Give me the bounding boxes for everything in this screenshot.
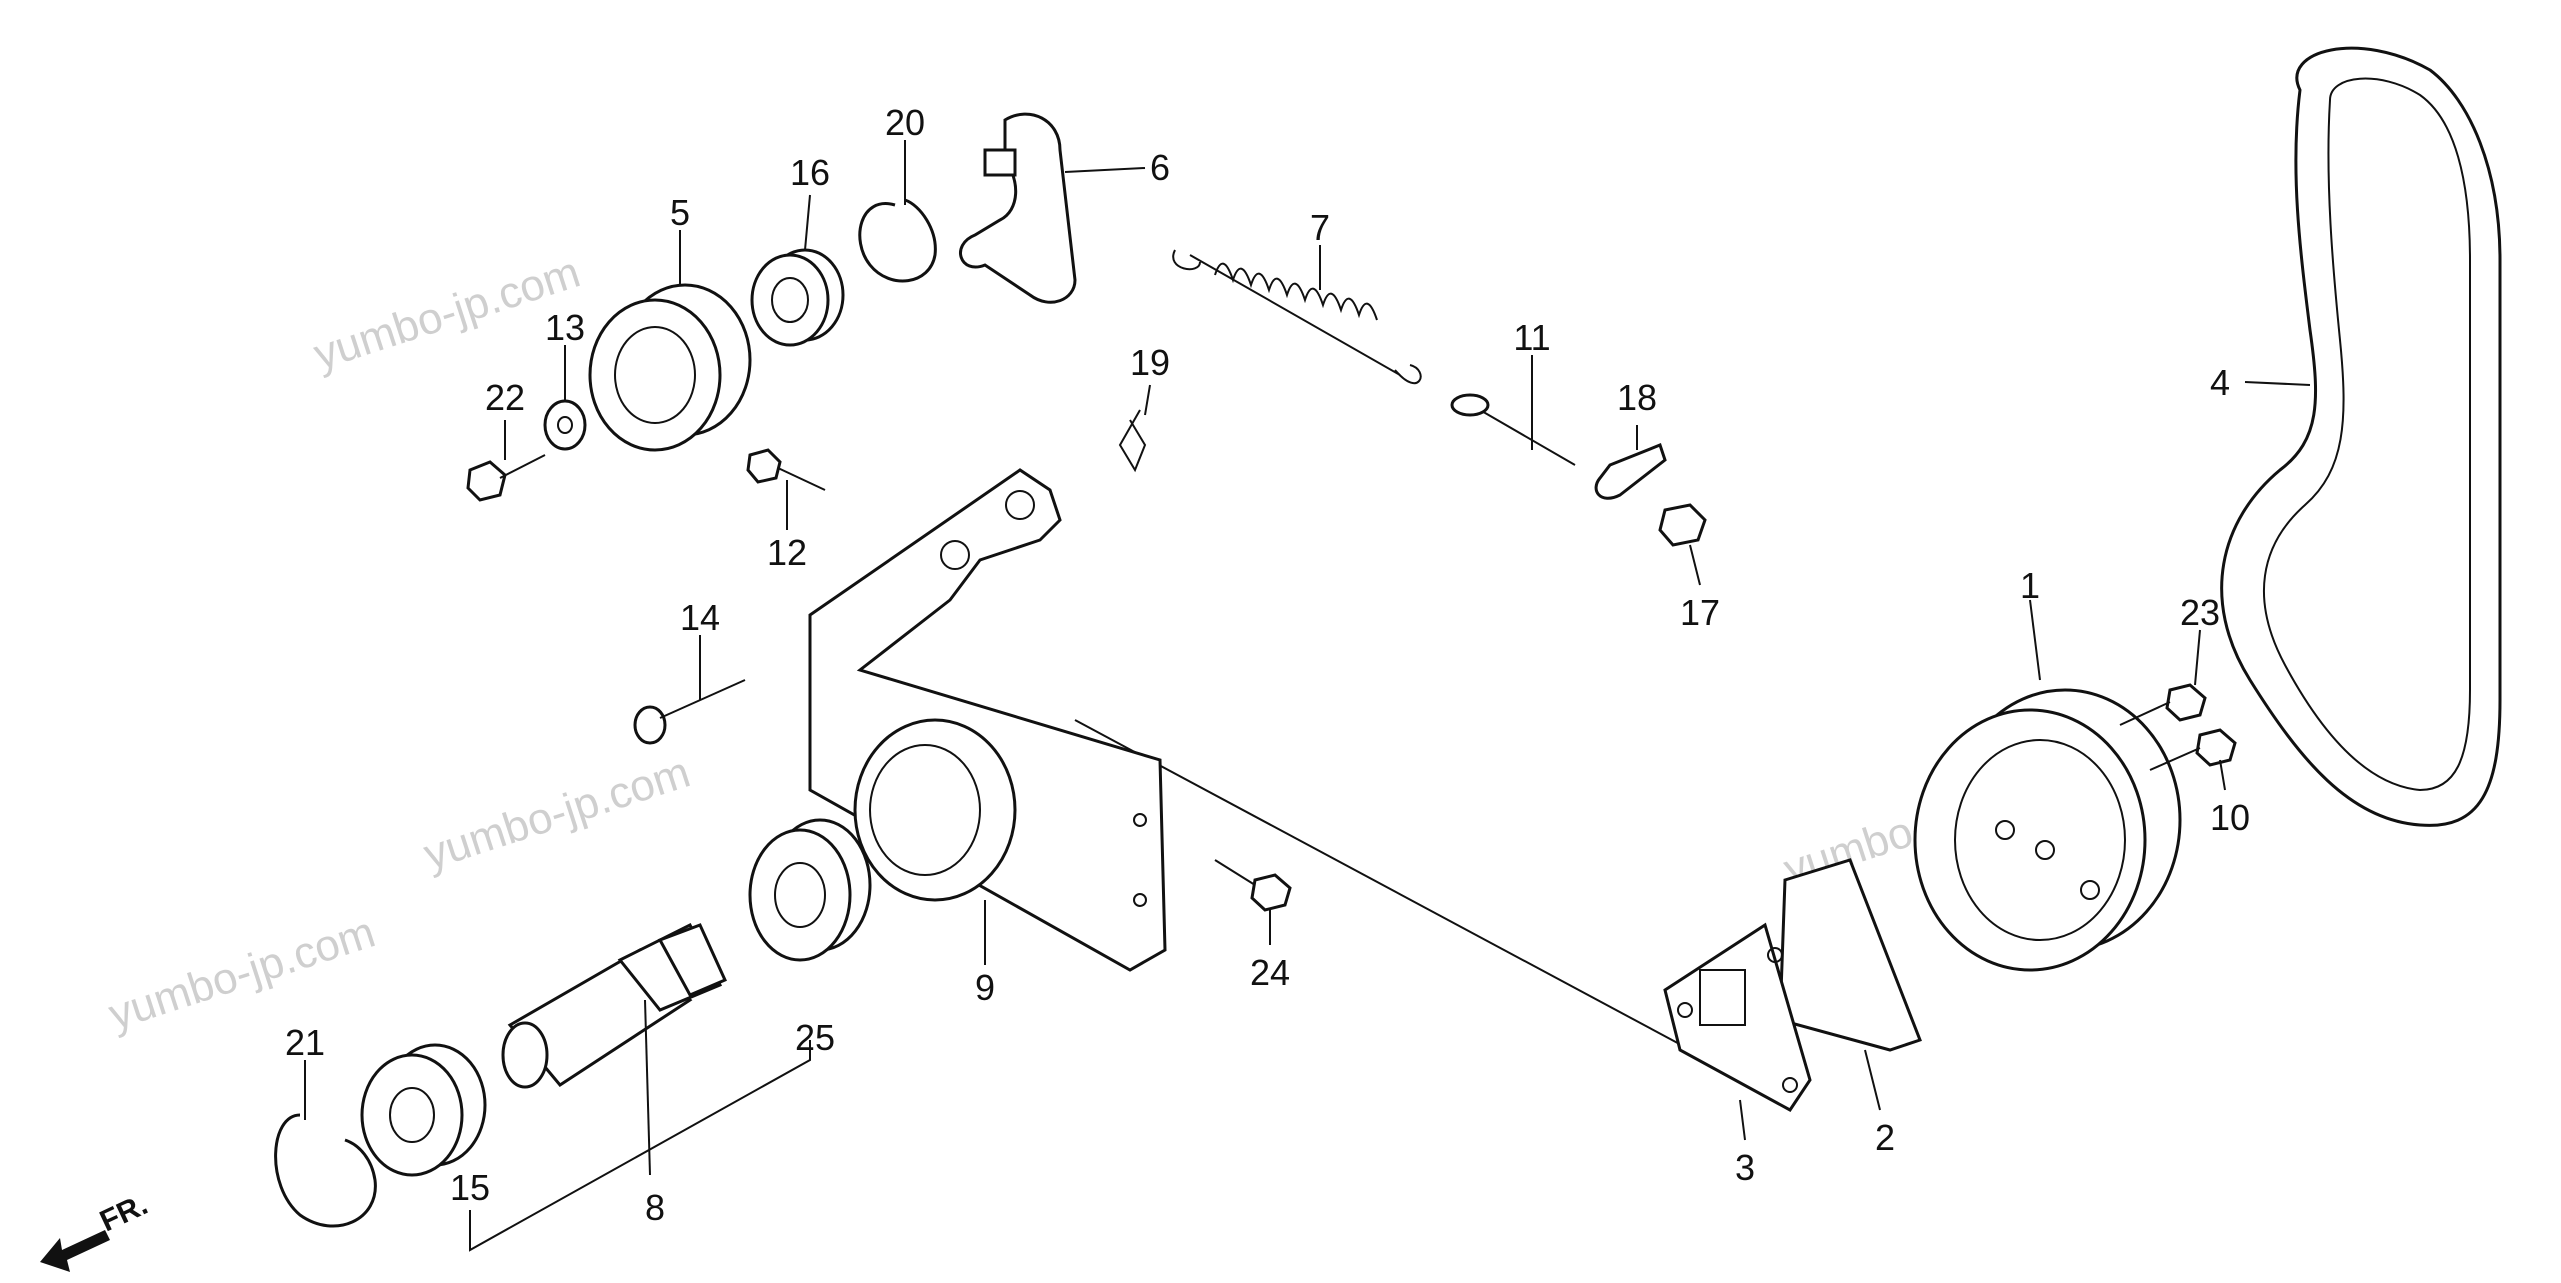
- bolt-22: [466, 454, 546, 502]
- part-label-10: 10: [2210, 797, 2250, 838]
- bolt-23: [2119, 683, 2207, 726]
- part-label-16: 16: [790, 152, 830, 193]
- part-label-15: 15: [450, 1167, 490, 1208]
- part-label-22: 22: [485, 377, 525, 418]
- part-label-23: 23: [2180, 592, 2220, 633]
- shaft-axis-line: [1074, 719, 1701, 1056]
- watermark-3: yumbo-jp.com: [103, 908, 381, 1040]
- v-belt: [2220, 46, 2502, 827]
- part-label-7: 7: [1310, 207, 1330, 248]
- part-labels: 1 2 3 4 5 6 7 8 9 10 11 12 13 14 15 16 1…: [285, 102, 2250, 1228]
- part-label-18: 18: [1617, 377, 1657, 418]
- circlip-21: [274, 1113, 377, 1228]
- idler-pulley: [588, 283, 752, 452]
- part-label-5: 5: [670, 192, 690, 233]
- tension-arm: [808, 468, 1167, 972]
- bolt-12: [746, 448, 826, 491]
- group-bracket-15-25: [469, 1040, 811, 1252]
- part-label-6: 6: [1150, 147, 1170, 188]
- part-label-1: 1: [2020, 565, 2040, 606]
- flange: [1663, 922, 1812, 1112]
- part-label-9: 9: [975, 967, 995, 1008]
- spring: [1172, 249, 1422, 385]
- part-label-21: 21: [285, 1022, 325, 1063]
- part-label-2: 2: [1875, 1117, 1895, 1158]
- eye-bolt: [1450, 393, 1576, 466]
- part-label-24: 24: [1250, 952, 1290, 993]
- bearing-25: [748, 818, 872, 962]
- part-label-12: 12: [767, 532, 807, 573]
- bolt-10: [2149, 728, 2237, 771]
- nut-17: [1658, 503, 1707, 547]
- part-label-17: 17: [1680, 592, 1720, 633]
- pulley: [1913, 688, 2182, 972]
- pin-clip-19: [1118, 409, 1147, 473]
- part-label-14: 14: [680, 597, 720, 638]
- part-label-13: 13: [545, 307, 585, 348]
- front-direction-arrow: FR.: [40, 1188, 153, 1272]
- part-label-19: 19: [1130, 342, 1170, 383]
- part-label-25: 25: [795, 1017, 835, 1058]
- pin-14: [633, 679, 746, 745]
- part-label-4: 4: [2210, 362, 2230, 403]
- arm-bracket: [959, 112, 1077, 304]
- part-label-20: 20: [885, 102, 925, 143]
- watermark-2: yumbo-jp.com: [418, 748, 696, 880]
- bearing-15: [360, 1043, 487, 1177]
- bearing-16: [750, 248, 845, 347]
- stopper-plate: [1594, 443, 1667, 500]
- part-label-3: 3: [1735, 1147, 1755, 1188]
- part-label-8: 8: [645, 1187, 665, 1228]
- triangular-plate: [1778, 858, 1922, 1052]
- spline-shaft: [501, 922, 727, 1089]
- washer-13: [543, 399, 587, 451]
- leader-lines: [304, 140, 2311, 1176]
- bolt-24: [1214, 859, 1292, 912]
- part-label-11: 11: [1513, 317, 1550, 358]
- circlip-20: [858, 198, 937, 283]
